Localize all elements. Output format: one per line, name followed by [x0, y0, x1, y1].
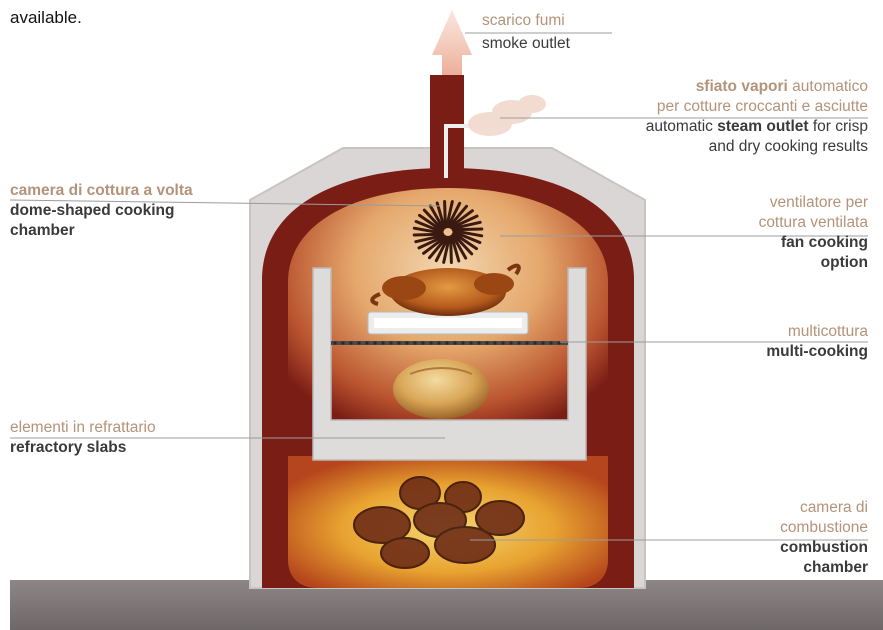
- smoke-en: smoke outlet: [482, 34, 570, 54]
- dome-en-1: dome-shaped cooking: [10, 201, 193, 221]
- grill-rack-dots: [333, 341, 560, 344]
- label-multi-cooking: multicottura multi-cooking: [618, 322, 868, 362]
- label-smoke-outlet: scarico fumi smoke outlet: [482, 11, 570, 54]
- fan-en-2: option: [618, 253, 868, 273]
- bread-loaf-icon: [393, 359, 489, 419]
- steam-en-bold: steam outlet: [717, 118, 808, 135]
- dome-it: camera di cottura a volta: [10, 181, 193, 201]
- steam-it-rest: automatico: [788, 78, 868, 95]
- steam-it-bold: sfiato vapori: [696, 78, 788, 95]
- intro-text: available.: [10, 8, 82, 28]
- combustion-en-1: combustion: [618, 538, 868, 558]
- steam-it-line2: per cotture croccanti e asciutte: [488, 97, 868, 117]
- combustion-en-2: chamber: [618, 558, 868, 578]
- combustion-it-2: combustione: [618, 518, 868, 538]
- refractory-en: refractory slabs: [10, 438, 156, 458]
- label-steam-outlet: sfiato vapori automatico per cotture cro…: [488, 77, 868, 157]
- multi-it: multicottura: [618, 322, 868, 342]
- label-fan-cooking: ventilatore per cottura ventilata fan co…: [618, 193, 868, 273]
- dome-en-2: chamber: [10, 221, 193, 241]
- multi-en: multi-cooking: [618, 342, 868, 362]
- steam-en-pre: automatic: [646, 118, 718, 135]
- steam-en-post: for crisp: [809, 118, 868, 135]
- steam-en-line2: and dry cooking results: [488, 137, 868, 157]
- label-dome-chamber: camera di cottura a volta dome-shaped co…: [10, 181, 193, 241]
- smoke-it: scarico fumi: [482, 11, 570, 31]
- fan-it-2: cottura ventilata: [618, 213, 868, 233]
- label-refractory: elementi in refrattario refractory slabs: [10, 418, 156, 458]
- label-combustion: camera di combustione combustion chamber: [618, 498, 868, 578]
- fan-it-1: ventilatore per: [618, 193, 868, 213]
- smoke-arrow-icon: [432, 10, 472, 80]
- combustion-it-1: camera di: [618, 498, 868, 518]
- fan-en-1: fan cooking: [618, 233, 868, 253]
- refractory-it: elementi in refrattario: [10, 418, 156, 438]
